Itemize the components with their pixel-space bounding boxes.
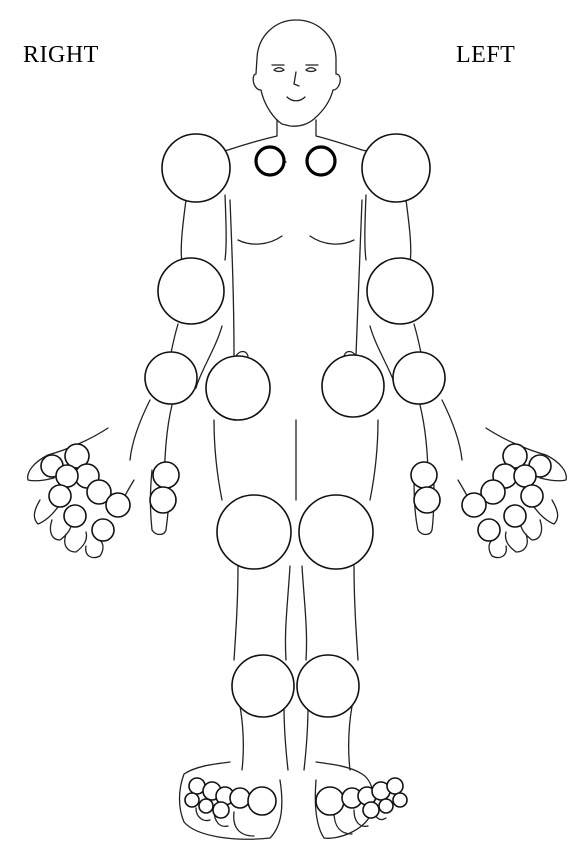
joint-left-finger-joint[interactable] (503, 504, 527, 528)
joint-right-sternoclavicular[interactable] (254, 145, 286, 177)
joint-left-ankle[interactable] (296, 654, 360, 718)
joint-left-finger-joint[interactable] (461, 492, 487, 518)
joint-left-sternoclavicular[interactable] (305, 145, 337, 177)
joint-right-thumb-ip[interactable] (152, 461, 180, 489)
joint-right-wrist[interactable] (144, 351, 198, 405)
left-hand-outline (457, 427, 567, 559)
torso-sides (229, 199, 363, 356)
joint-left-toe-joint[interactable] (362, 801, 380, 819)
right-side-label: RIGHT (23, 42, 99, 68)
chest-lines (237, 157, 355, 245)
joint-left-shoulder[interactable] (361, 133, 431, 203)
joint-left-finger-joint[interactable] (502, 443, 528, 469)
body-outline (27, 19, 567, 840)
joint-right-elbow[interactable] (157, 257, 225, 325)
right-leg-outline (233, 565, 291, 771)
joint-right-toe-joint[interactable] (198, 798, 214, 814)
right-hand-outline (27, 427, 135, 559)
joint-right-finger-joint[interactable] (91, 518, 115, 542)
left-side-label: LEFT (456, 42, 516, 68)
joint-left-wrist[interactable] (392, 351, 446, 405)
joint-right-finger-joint[interactable] (105, 492, 131, 518)
joint-right-toe-joint[interactable] (229, 787, 251, 809)
face (271, 64, 319, 102)
joint-left-elbow[interactable] (366, 257, 434, 325)
joint-right-hip[interactable] (205, 355, 271, 421)
joint-left-toe-joint[interactable] (315, 786, 345, 816)
joint-right-shoulder[interactable] (161, 133, 231, 203)
joint-right-finger-joint[interactable] (55, 464, 79, 488)
joint-right-toe-joint[interactable] (212, 801, 230, 819)
joint-right-finger-joint[interactable] (48, 484, 72, 508)
joint-right-knee[interactable] (216, 494, 292, 570)
joint-left-toe-joint[interactable] (386, 777, 404, 795)
joint-right-finger-joint[interactable] (64, 443, 90, 469)
joint-left-hip[interactable] (321, 354, 385, 418)
joint-left-thumb-mcp[interactable] (413, 486, 441, 514)
joint-left-knee[interactable] (298, 494, 374, 570)
joint-left-thumb-ip[interactable] (410, 461, 438, 489)
right-foot-outline (178, 761, 283, 840)
joint-left-finger-joint[interactable] (477, 518, 501, 542)
head-outline (252, 19, 341, 127)
toes-outline (195, 807, 387, 837)
joint-left-toe-joint[interactable] (378, 798, 394, 814)
joint-right-toe-joint[interactable] (184, 792, 200, 808)
joint-left-finger-joint[interactable] (520, 484, 544, 508)
joint-left-toe-joint[interactable] (392, 792, 408, 808)
joint-right-ankle[interactable] (231, 654, 295, 718)
right-arm-outline (129, 194, 227, 481)
joint-right-finger-joint[interactable] (86, 479, 112, 505)
left-leg-outline (301, 565, 359, 771)
joint-left-finger-joint[interactable] (513, 464, 537, 488)
joints (40, 133, 552, 819)
joint-right-toe-joint[interactable] (247, 786, 277, 816)
left-arm-outline (364, 194, 463, 481)
torso-outline (199, 119, 391, 157)
hip-lines (213, 350, 379, 501)
joint-right-finger-joint[interactable] (63, 504, 87, 528)
joint-right-thumb-mcp[interactable] (149, 486, 177, 514)
joint-left-finger-joint[interactable] (480, 479, 506, 505)
